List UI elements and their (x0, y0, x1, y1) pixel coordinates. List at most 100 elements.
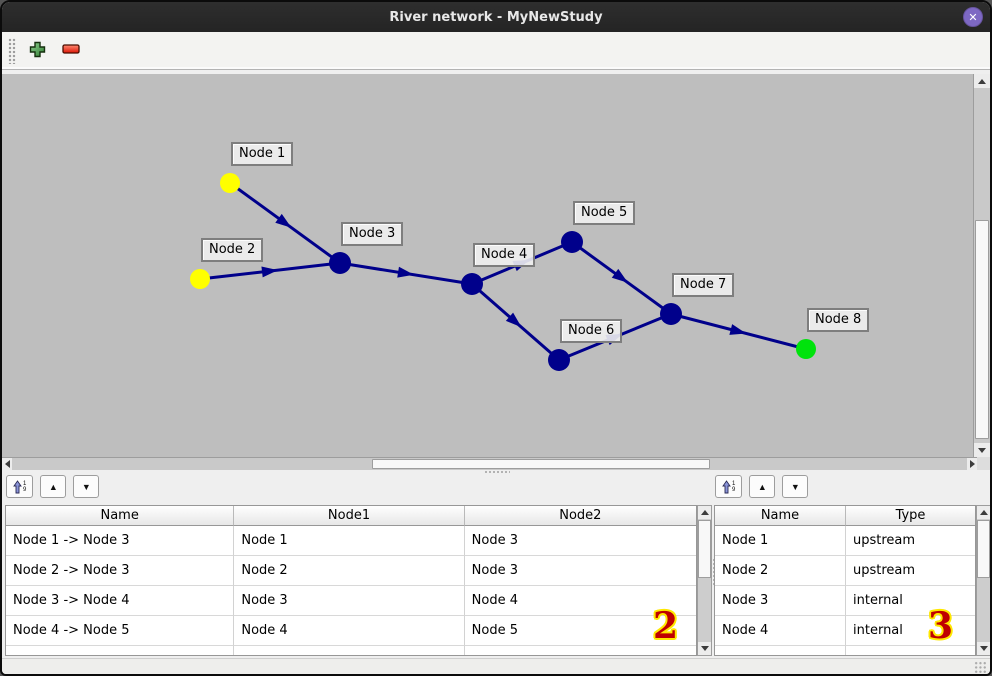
network-node[interactable] (190, 269, 210, 289)
node-label[interactable]: Node 1 (231, 142, 294, 166)
scrollbar-thumb[interactable] (698, 520, 711, 578)
status-bar (2, 658, 990, 674)
table-cell[interactable]: internal (846, 616, 975, 646)
network-node[interactable] (461, 273, 483, 295)
table-cell[interactable]: Node 1 -> Node 3 (6, 526, 235, 556)
titlebar[interactable]: River network - MyNewStudy ✕ (2, 2, 990, 32)
column-header[interactable]: Type (846, 506, 975, 526)
scroll-left-icon[interactable] (2, 458, 12, 470)
toolbar-drag-handle[interactable] (8, 37, 16, 64)
add-plus-icon (29, 41, 46, 61)
network-node[interactable] (796, 339, 816, 359)
table-cell[interactable]: Node 3 (464, 526, 696, 556)
sort-branches-button[interactable]: 1 9 (6, 475, 34, 498)
node-label[interactable]: Node 3 (341, 222, 404, 246)
column-header[interactable]: Node1 (234, 506, 465, 526)
horizontal-splitter-handle[interactable] (484, 470, 510, 475)
scrollbar-thumb[interactable] (977, 520, 990, 578)
node-label[interactable]: Node 2 (201, 238, 264, 262)
table-cell[interactable]: Node 1 (234, 526, 465, 556)
close-icon: ✕ (968, 10, 978, 24)
table-row[interactable] (715, 646, 975, 655)
branches-toolbar: 1 9 ▲ ▼ (6, 475, 100, 498)
scroll-down-icon[interactable] (698, 642, 711, 655)
horizontal-scrollbar-thumb[interactable] (372, 459, 710, 469)
table-cell[interactable]: Node 3 (234, 586, 465, 616)
network-node[interactable] (660, 303, 682, 325)
branches-table-scrollbar[interactable] (697, 505, 712, 656)
scroll-up-icon[interactable] (974, 74, 990, 88)
scroll-down-icon[interactable] (977, 642, 990, 655)
table-cell[interactable]: internal (846, 586, 975, 616)
move-node-up-button[interactable]: ▲ (749, 475, 776, 498)
node-label[interactable]: Node 6 (560, 319, 623, 343)
table-cell[interactable]: Node 1 (715, 526, 846, 556)
table-cell[interactable]: Node 3 -> Node 4 (6, 586, 235, 616)
remove-button[interactable] (58, 38, 84, 64)
edge-arrow-icon (611, 268, 628, 283)
node-label[interactable]: Node 5 (573, 201, 636, 225)
column-header[interactable]: Name (6, 506, 235, 526)
edge-arrow-icon (397, 266, 414, 278)
move-branch-up-button[interactable]: ▲ (40, 475, 67, 498)
vertical-scrollbar-thumb[interactable] (975, 220, 989, 439)
sort-ascending-icon: 1 9 (13, 479, 27, 494)
canvas-horizontal-scrollbar[interactable] (2, 457, 977, 470)
scroll-up-icon[interactable] (698, 506, 711, 519)
table-cell[interactable]: Node 2 -> Node 3 (6, 556, 235, 586)
move-node-down-button[interactable]: ▼ (782, 475, 809, 498)
network-node[interactable] (561, 231, 583, 253)
table-cell[interactable] (846, 646, 975, 655)
table-cell[interactable] (234, 646, 465, 655)
table-cell[interactable]: Node 3 (464, 556, 696, 586)
column-header[interactable]: Name (715, 506, 846, 526)
resize-grip[interactable] (974, 661, 987, 674)
scroll-right-icon[interactable] (967, 458, 977, 470)
table-row[interactable] (6, 646, 696, 655)
scroll-up-icon[interactable] (977, 506, 990, 519)
nodes-table-scrollbar[interactable] (976, 505, 990, 656)
column-header[interactable]: Node2 (464, 506, 696, 526)
node-label[interactable]: Node 7 (672, 273, 735, 297)
network-node[interactable] (548, 349, 570, 371)
edge-arrow-icon (729, 324, 747, 335)
add-button[interactable] (24, 38, 50, 64)
move-branch-down-button[interactable]: ▼ (73, 475, 100, 498)
table-cell[interactable]: upstream (846, 556, 975, 586)
table-cell[interactable]: Node 4 (464, 586, 696, 616)
network-node[interactable] (220, 173, 240, 193)
edge-arrow-icon (261, 266, 278, 278)
table-cell[interactable]: Node 2 (234, 556, 465, 586)
network-node[interactable] (329, 252, 351, 274)
sort-digit-top: 1 (23, 480, 27, 487)
table-cell[interactable]: upstream (846, 526, 975, 556)
sort-nodes-button[interactable]: 1 9 (715, 475, 743, 498)
table-cell[interactable] (465, 646, 696, 655)
table-cell[interactable] (6, 646, 235, 655)
close-button[interactable]: ✕ (963, 7, 983, 27)
table-cell[interactable]: Node 4 (234, 616, 465, 646)
table-cell[interactable]: Node 4 (715, 616, 846, 646)
table-cell[interactable] (715, 646, 846, 655)
scroll-down-icon[interactable] (974, 443, 990, 457)
node-label[interactable]: Node 4 (473, 243, 536, 267)
table-cell[interactable]: Node 2 (715, 556, 846, 586)
node-label[interactable]: Node 8 (807, 308, 870, 332)
table-cell[interactable]: Node 4 -> Node 5 (6, 616, 235, 646)
table-cell[interactable]: Node 3 (715, 586, 846, 616)
table-cell[interactable]: Node 5 (464, 616, 696, 646)
canvas-vertical-scrollbar[interactable] (973, 74, 990, 457)
